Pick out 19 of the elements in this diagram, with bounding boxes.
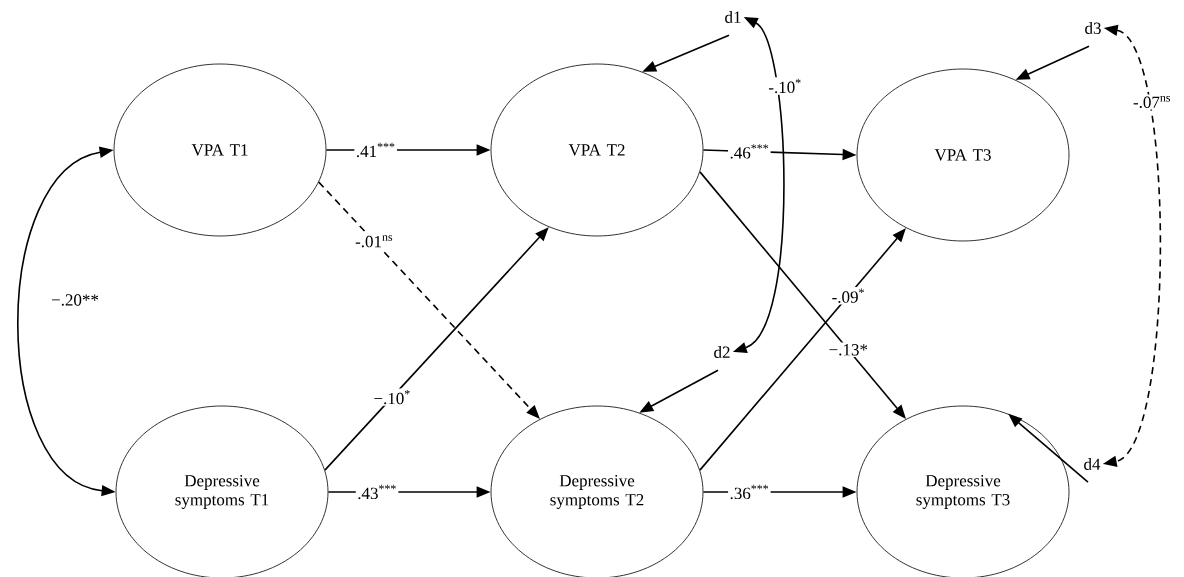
- edge-label: .43$^{***}$: [355, 483, 399, 501]
- edge-label: −.20**: [49, 292, 101, 308]
- path-arrow: [318, 181, 540, 419]
- disturbance-label: d1: [725, 11, 741, 23]
- edge-label: -.10$^{*}$: [766, 77, 804, 95]
- edge-label: .36$^{***}$: [728, 483, 771, 501]
- edge-label: .46$^{***}$: [728, 142, 771, 161]
- path-arrow: [699, 171, 906, 419]
- edge-label: -.01$^{ns}$: [353, 233, 395, 249]
- disturbance-label: d4: [1084, 458, 1101, 470]
- disturbance-label: d3: [1085, 22, 1101, 34]
- edge-label: −.13*: [827, 342, 870, 358]
- path-arrow: [324, 227, 549, 471]
- edge-label: -.09$^{*}$: [830, 287, 867, 305]
- edge-label: −.10$^{*}$: [371, 388, 413, 406]
- path-arrow: [699, 228, 906, 471]
- edge-label: .41$^{***}$: [354, 141, 397, 159]
- edge-label: -.07$^{ns}$: [1131, 94, 1173, 110]
- disturbance-label: d2: [714, 346, 730, 358]
